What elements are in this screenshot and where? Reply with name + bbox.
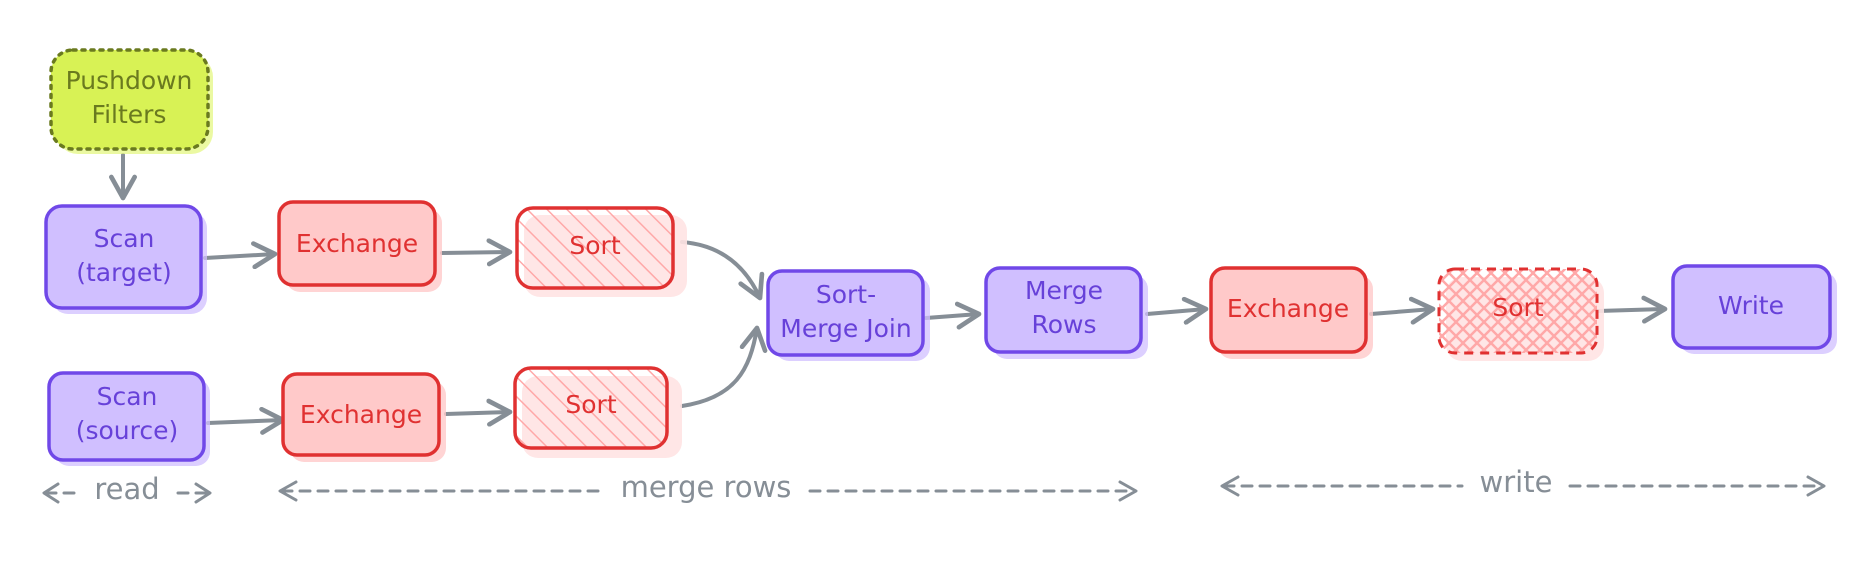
edge-exchange-to-sort-top xyxy=(440,238,513,267)
node-sort-top: Sort xyxy=(515,206,687,297)
node-merge-rows-line1: Merge xyxy=(1025,276,1103,305)
span-read: read xyxy=(42,472,212,506)
edge-scan-target-to-exchange xyxy=(203,241,278,270)
node-exchange-bottom: Exchange xyxy=(281,372,446,462)
edge-sort-top-to-join xyxy=(680,240,765,301)
node-join-line1: Sort- xyxy=(816,280,876,309)
span-merge-rows: merge rows xyxy=(278,470,1138,504)
node-exchange-bottom-label: Exchange xyxy=(300,400,422,429)
node-sort-merge-join: Sort- Merge Join xyxy=(766,269,930,361)
edge-scan-source-to-exchange xyxy=(206,406,286,435)
edge-merge-rows-to-exchange xyxy=(1145,296,1209,325)
span-write-label: write xyxy=(1480,465,1553,499)
node-exchange-top: Exchange xyxy=(277,200,442,292)
node-join-line2: Merge Join xyxy=(780,314,911,343)
node-exchange-top-label: Exchange xyxy=(296,229,418,258)
edges xyxy=(109,153,1668,435)
node-write: Write xyxy=(1671,264,1837,354)
span-merge-rows-label: merge rows xyxy=(621,470,792,504)
edge-exchange-to-sort-optional xyxy=(1369,296,1436,325)
node-scan-target: Scan (target) xyxy=(44,204,207,314)
node-merge-rows: Merge Rows xyxy=(984,266,1148,359)
node-sort-optional-label: Sort xyxy=(1492,293,1543,322)
node-scan-target-line2: (target) xyxy=(76,258,172,287)
node-scan-source-line2: (source) xyxy=(76,416,179,445)
node-scan-source: Scan (source) xyxy=(47,371,210,466)
node-merge-rows-line2: Rows xyxy=(1031,310,1096,339)
node-sort-top-label: Sort xyxy=(569,231,620,260)
node-exchange-write-label: Exchange xyxy=(1227,294,1349,323)
node-pushdown-line1: Pushdown xyxy=(66,66,193,95)
node-sort-bottom-label: Sort xyxy=(565,390,616,419)
edge-join-to-merge-rows xyxy=(924,301,982,330)
edge-exchange-to-sort-bottom xyxy=(444,398,513,427)
node-scan-source-line1: Scan xyxy=(97,382,158,411)
node-pushdown-line2: Filters xyxy=(92,100,167,129)
edge-sort-optional-to-write xyxy=(1596,295,1668,324)
node-write-label: Write xyxy=(1718,291,1784,320)
node-pushdown-filters: Pushdown Filters xyxy=(49,48,213,154)
node-sort-bottom: Sort xyxy=(513,366,682,458)
span-write: write xyxy=(1220,465,1826,499)
node-scan-target-line1: Scan xyxy=(94,224,155,253)
node-exchange-write: Exchange xyxy=(1209,266,1373,359)
edge-sort-bottom-to-join xyxy=(680,325,768,408)
span-read-label: read xyxy=(94,472,159,506)
node-sort-optional: Sort xyxy=(1437,267,1604,361)
